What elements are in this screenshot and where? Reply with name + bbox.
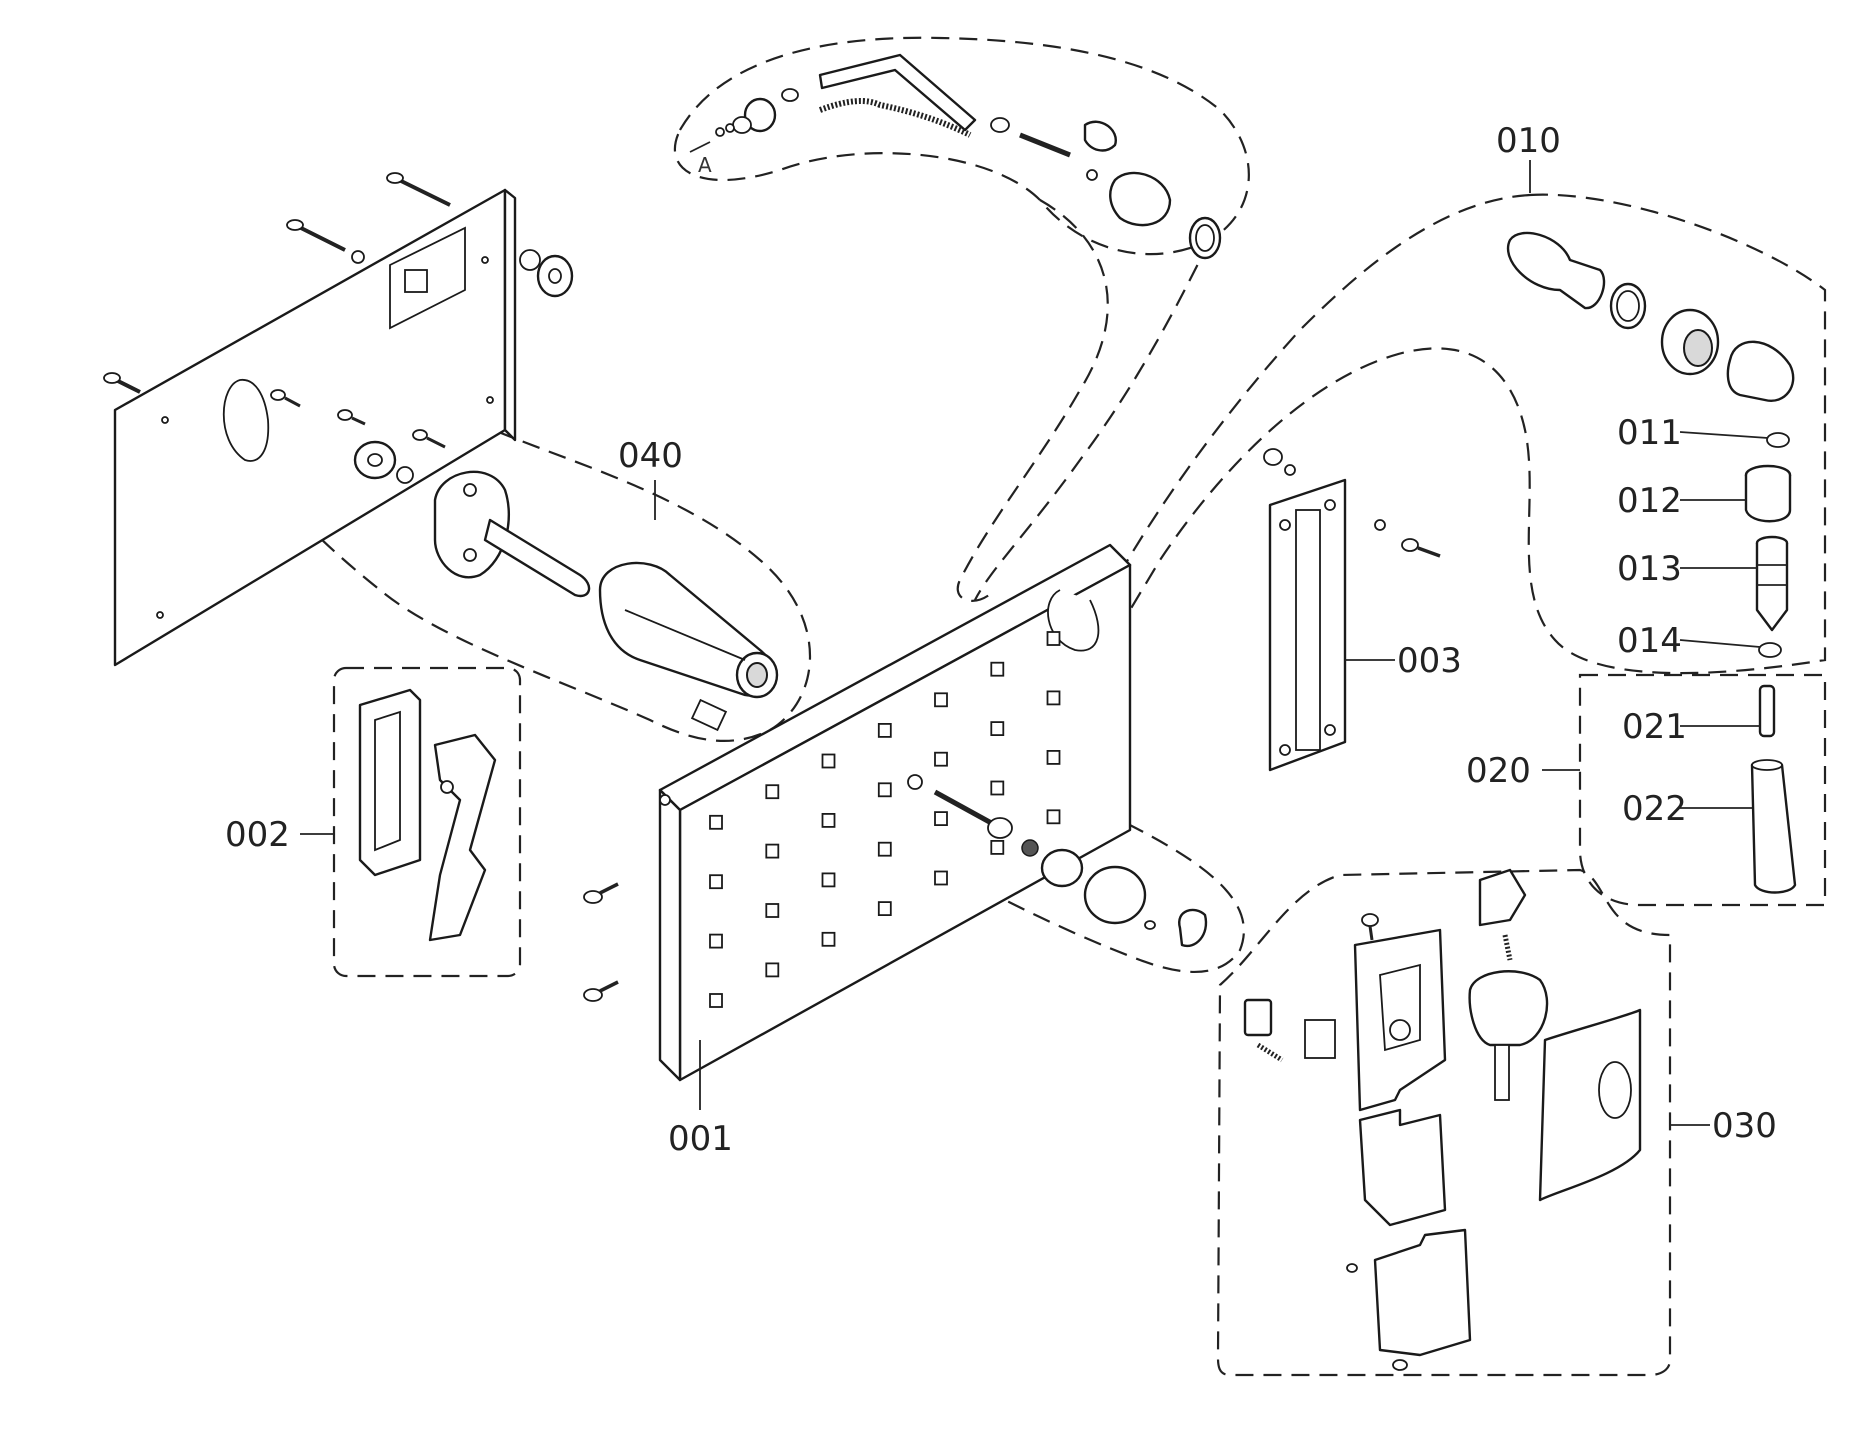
panel-hole xyxy=(934,811,948,826)
callout-001: 001 xyxy=(668,1119,733,1159)
group-outline-010 xyxy=(1066,193,1827,692)
group-outline-002 xyxy=(332,666,522,978)
panel-hole xyxy=(990,840,1005,855)
hose-assembly: A xyxy=(689,53,1222,260)
panel-hole xyxy=(765,962,780,978)
panel-hole xyxy=(765,784,780,800)
cap-010 xyxy=(1726,340,1795,402)
part-014 xyxy=(1758,642,1782,658)
callout-003: 003 xyxy=(1397,641,1462,681)
fitting-small-screws-040 xyxy=(270,389,446,449)
nut-040 xyxy=(353,440,414,484)
panel-holes xyxy=(709,631,1061,1008)
panel-hole xyxy=(1046,750,1061,765)
callout-014: 014 xyxy=(1617,621,1682,661)
part-012 xyxy=(1744,464,1792,523)
leader-lines xyxy=(300,160,1769,1126)
bracket-030 xyxy=(1243,868,1642,1371)
callout-002: 002 xyxy=(225,815,290,855)
panel-hole xyxy=(990,721,1005,736)
panel-hole xyxy=(990,780,1005,796)
callout-030: 030 xyxy=(1712,1106,1777,1146)
ring-nut-010 xyxy=(1660,308,1720,376)
sleeve-040 xyxy=(598,561,779,732)
panel-hole xyxy=(765,903,780,918)
group-outline-top-hose xyxy=(673,36,1250,256)
callout-021: 021 xyxy=(1622,707,1687,747)
panel-hole xyxy=(821,931,836,947)
part-013 xyxy=(1755,535,1789,632)
callout-022: 022 xyxy=(1622,789,1687,829)
panel-hole xyxy=(821,813,836,828)
mount-bracket-040 xyxy=(433,470,591,598)
part-021 xyxy=(1758,684,1776,738)
panel-hole xyxy=(821,753,836,769)
part-022 xyxy=(1750,759,1797,894)
panel-hole xyxy=(709,933,723,949)
panel-hole xyxy=(877,901,892,916)
group-outline-upper-loop-inner xyxy=(974,239,1211,601)
callout-012: 012 xyxy=(1617,481,1682,521)
elbow-fitting-010 xyxy=(1506,231,1606,310)
callout-011: 011 xyxy=(1617,413,1682,453)
callout-013: 013 xyxy=(1617,549,1682,589)
callout-010: 010 xyxy=(1496,121,1561,161)
panel-hole xyxy=(1046,631,1061,646)
screw-left xyxy=(103,372,141,394)
callout-020: 020 xyxy=(1466,751,1531,791)
group-outline-020 xyxy=(1578,673,1827,907)
back-plate xyxy=(113,188,517,667)
screw-upper-1 xyxy=(386,172,451,207)
group-outline-upper-loop xyxy=(956,199,1109,602)
panel-hole xyxy=(934,870,948,886)
group-outline-030 xyxy=(1216,868,1672,1377)
panel-hole xyxy=(709,874,723,890)
panel-hole xyxy=(877,841,892,857)
screw-upper-2 xyxy=(286,219,365,264)
main-panel-001 xyxy=(658,543,1132,1082)
panel-hole xyxy=(877,782,892,798)
callout-040: 040 xyxy=(618,436,683,476)
valve-stem-001 xyxy=(907,774,1208,948)
panel-hole xyxy=(765,843,780,859)
panel-hole xyxy=(821,872,836,888)
panel-hole xyxy=(1046,690,1061,706)
panel-hole xyxy=(709,814,723,830)
panel-hole xyxy=(877,723,892,738)
part-011 xyxy=(1766,432,1790,448)
panel-hole xyxy=(934,692,948,708)
oring-010 xyxy=(1609,282,1647,330)
view-marker-a: A xyxy=(698,153,712,177)
screw-panel-1 xyxy=(583,882,619,904)
screw-panel-2 xyxy=(583,980,619,1002)
panel-hole xyxy=(990,661,1005,677)
panel-hole xyxy=(1046,809,1061,825)
washer-spacer xyxy=(519,249,574,298)
hinge-003 xyxy=(1263,448,1441,772)
panel-hole xyxy=(934,751,948,767)
panel-hole xyxy=(709,993,723,1008)
latch-002 xyxy=(358,688,497,942)
